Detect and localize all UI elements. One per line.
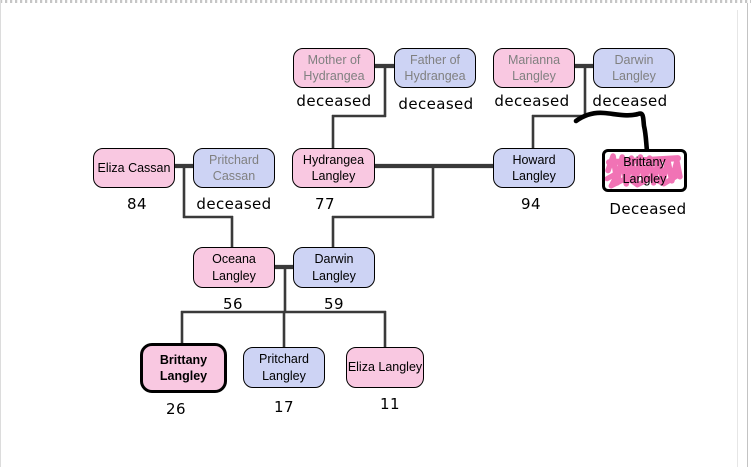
status-label-darwin-langley-sr: deceased [592, 92, 668, 110]
person-node-brittany-langley[interactable]: Brittany Langley [140, 343, 227, 393]
status-label-pritchard-cassan: deceased [196, 195, 272, 213]
age-label-oceana-langley: 56 [223, 295, 243, 313]
person-name: Eliza Langley [347, 360, 423, 375]
person-node-brittany-langley-deceased[interactable]: Brittany Langley [602, 149, 687, 192]
person-node-marianna-langley[interactable]: Marianna Langley [493, 48, 575, 88]
page-top-dotted-border [0, 0, 751, 3]
person-node-pritchard-langley[interactable]: Pritchard Langley [243, 347, 325, 388]
scribble-highlight [605, 153, 683, 189]
person-node-eliza-cassan[interactable]: Eliza Cassan [93, 148, 175, 188]
page-right-edge-faint [737, 10, 738, 467]
person-name: Darwin Langley [612, 52, 656, 83]
person-node-father-of-hydrangea[interactable]: Father of Hydrangea [394, 48, 476, 88]
page-right-edge [747, 3, 748, 467]
age-label-eliza-langley: 11 [380, 395, 400, 413]
status-label-mother-of-hydrangea: deceased [296, 92, 372, 110]
person-name: Eliza Cassan [97, 160, 171, 175]
age-label-darwin-langley: 59 [324, 295, 344, 313]
status-label-brittany-langley-deceased: Deceased [609, 200, 687, 218]
person-name: Marianna Langley [507, 52, 561, 83]
person-name: Mother of Hydrangea [303, 52, 365, 83]
person-name: Pritchard Langley [258, 352, 310, 383]
status-label-marianna-langley: deceased [494, 92, 570, 110]
freehand-annotation-line [573, 110, 650, 154]
age-label-brittany-langley: 26 [166, 400, 186, 418]
person-name: Pritchard Cassan [208, 152, 260, 183]
person-node-mother-of-hydrangea[interactable]: Mother of Hydrangea [293, 48, 375, 88]
status-label-father-of-hydrangea: deceased [398, 95, 474, 113]
age-label-pritchard-langley: 17 [274, 398, 294, 416]
person-name: Hydrangea Langley [302, 152, 365, 183]
person-name: Father of Hydrangea [404, 52, 466, 83]
person-node-oceana-langley[interactable]: Oceana Langley [193, 247, 275, 288]
page-left-edge [0, 0, 1, 467]
person-node-darwin-langley-sr[interactable]: Darwin Langley [593, 48, 675, 88]
person-node-eliza-langley[interactable]: Eliza Langley [346, 347, 424, 388]
age-label-howard-langley: 94 [521, 195, 541, 213]
person-node-hydrangea-langley[interactable]: Hydrangea Langley [292, 148, 375, 188]
age-label-eliza-cassan: 84 [127, 195, 147, 213]
person-node-howard-langley[interactable]: Howard Langley [493, 148, 575, 188]
person-name: Oceana Langley [212, 252, 256, 283]
age-label-hydrangea-langley: 77 [315, 195, 335, 213]
person-name: Howard Langley [512, 152, 556, 183]
person-name: Darwin Langley [312, 252, 356, 283]
person-node-darwin-langley[interactable]: Darwin Langley [293, 247, 375, 288]
person-name: Brittany Langley [159, 352, 208, 383]
person-node-pritchard-cassan[interactable]: Pritchard Cassan [193, 148, 275, 188]
person-name: Brittany Langley [622, 155, 667, 186]
